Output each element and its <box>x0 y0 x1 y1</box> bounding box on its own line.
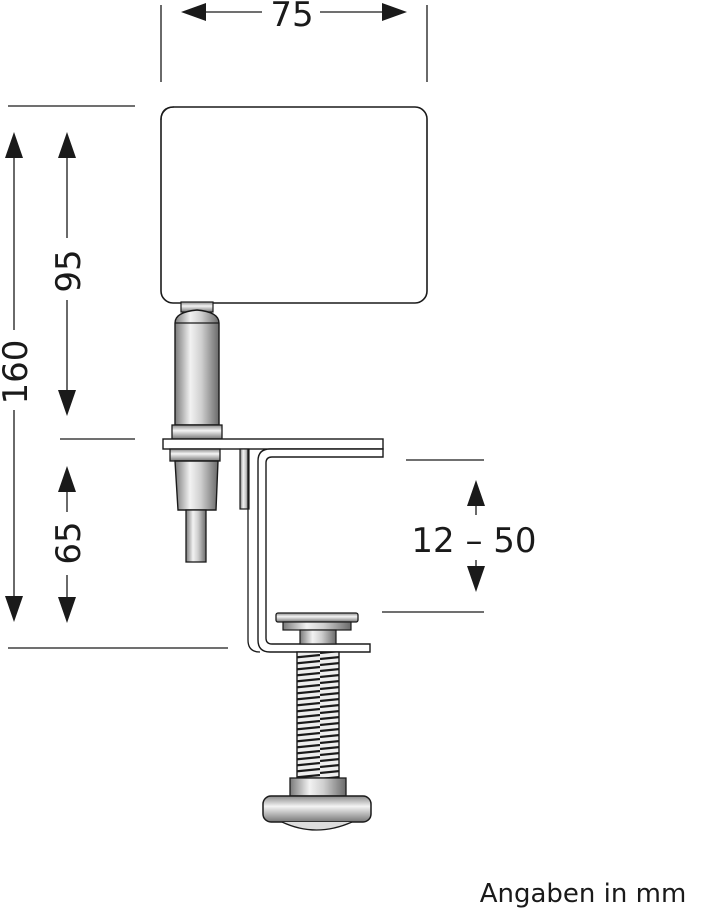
arrow-up-icon <box>58 132 76 158</box>
arrow-down-icon <box>58 390 76 416</box>
clamp-screw <box>289 629 347 797</box>
head-height-dimension: 95 <box>49 132 89 416</box>
total-height-dimension: 160 <box>0 132 36 622</box>
lamp-head <box>160 106 428 304</box>
stem-height-dimension: 65 <box>49 466 89 623</box>
stem-height-label: 65 <box>49 521 89 564</box>
arrow-up-icon <box>58 466 76 492</box>
lamp-lower-stem <box>169 448 221 563</box>
width-dimension: 75 <box>160 0 428 82</box>
clamp-bracket <box>239 448 384 653</box>
head-height-label: 95 <box>49 249 89 292</box>
arrow-left-icon <box>181 3 206 21</box>
arrow-down-icon <box>58 597 76 623</box>
total-height-label: 160 <box>0 340 36 405</box>
arrow-right-icon <box>382 3 407 21</box>
arrow-up-icon <box>467 480 485 506</box>
lamp-joint <box>171 301 223 440</box>
width-label: 75 <box>270 0 313 35</box>
clamp-top-plate <box>162 438 384 450</box>
arrow-down-icon <box>5 596 23 622</box>
arrow-up-icon <box>5 132 23 158</box>
clamp-knob <box>262 795 372 831</box>
unit-note: Angaben in mm <box>480 879 687 909</box>
lamp-head-corner <box>160 106 175 121</box>
pressure-plate <box>275 612 359 631</box>
lamp-stem-sleeve <box>174 309 220 426</box>
arrow-down-icon <box>467 566 485 592</box>
clamp-range-dimension: 12 – 50 <box>411 480 537 592</box>
clamp-range-label: 12 – 50 <box>411 521 536 561</box>
